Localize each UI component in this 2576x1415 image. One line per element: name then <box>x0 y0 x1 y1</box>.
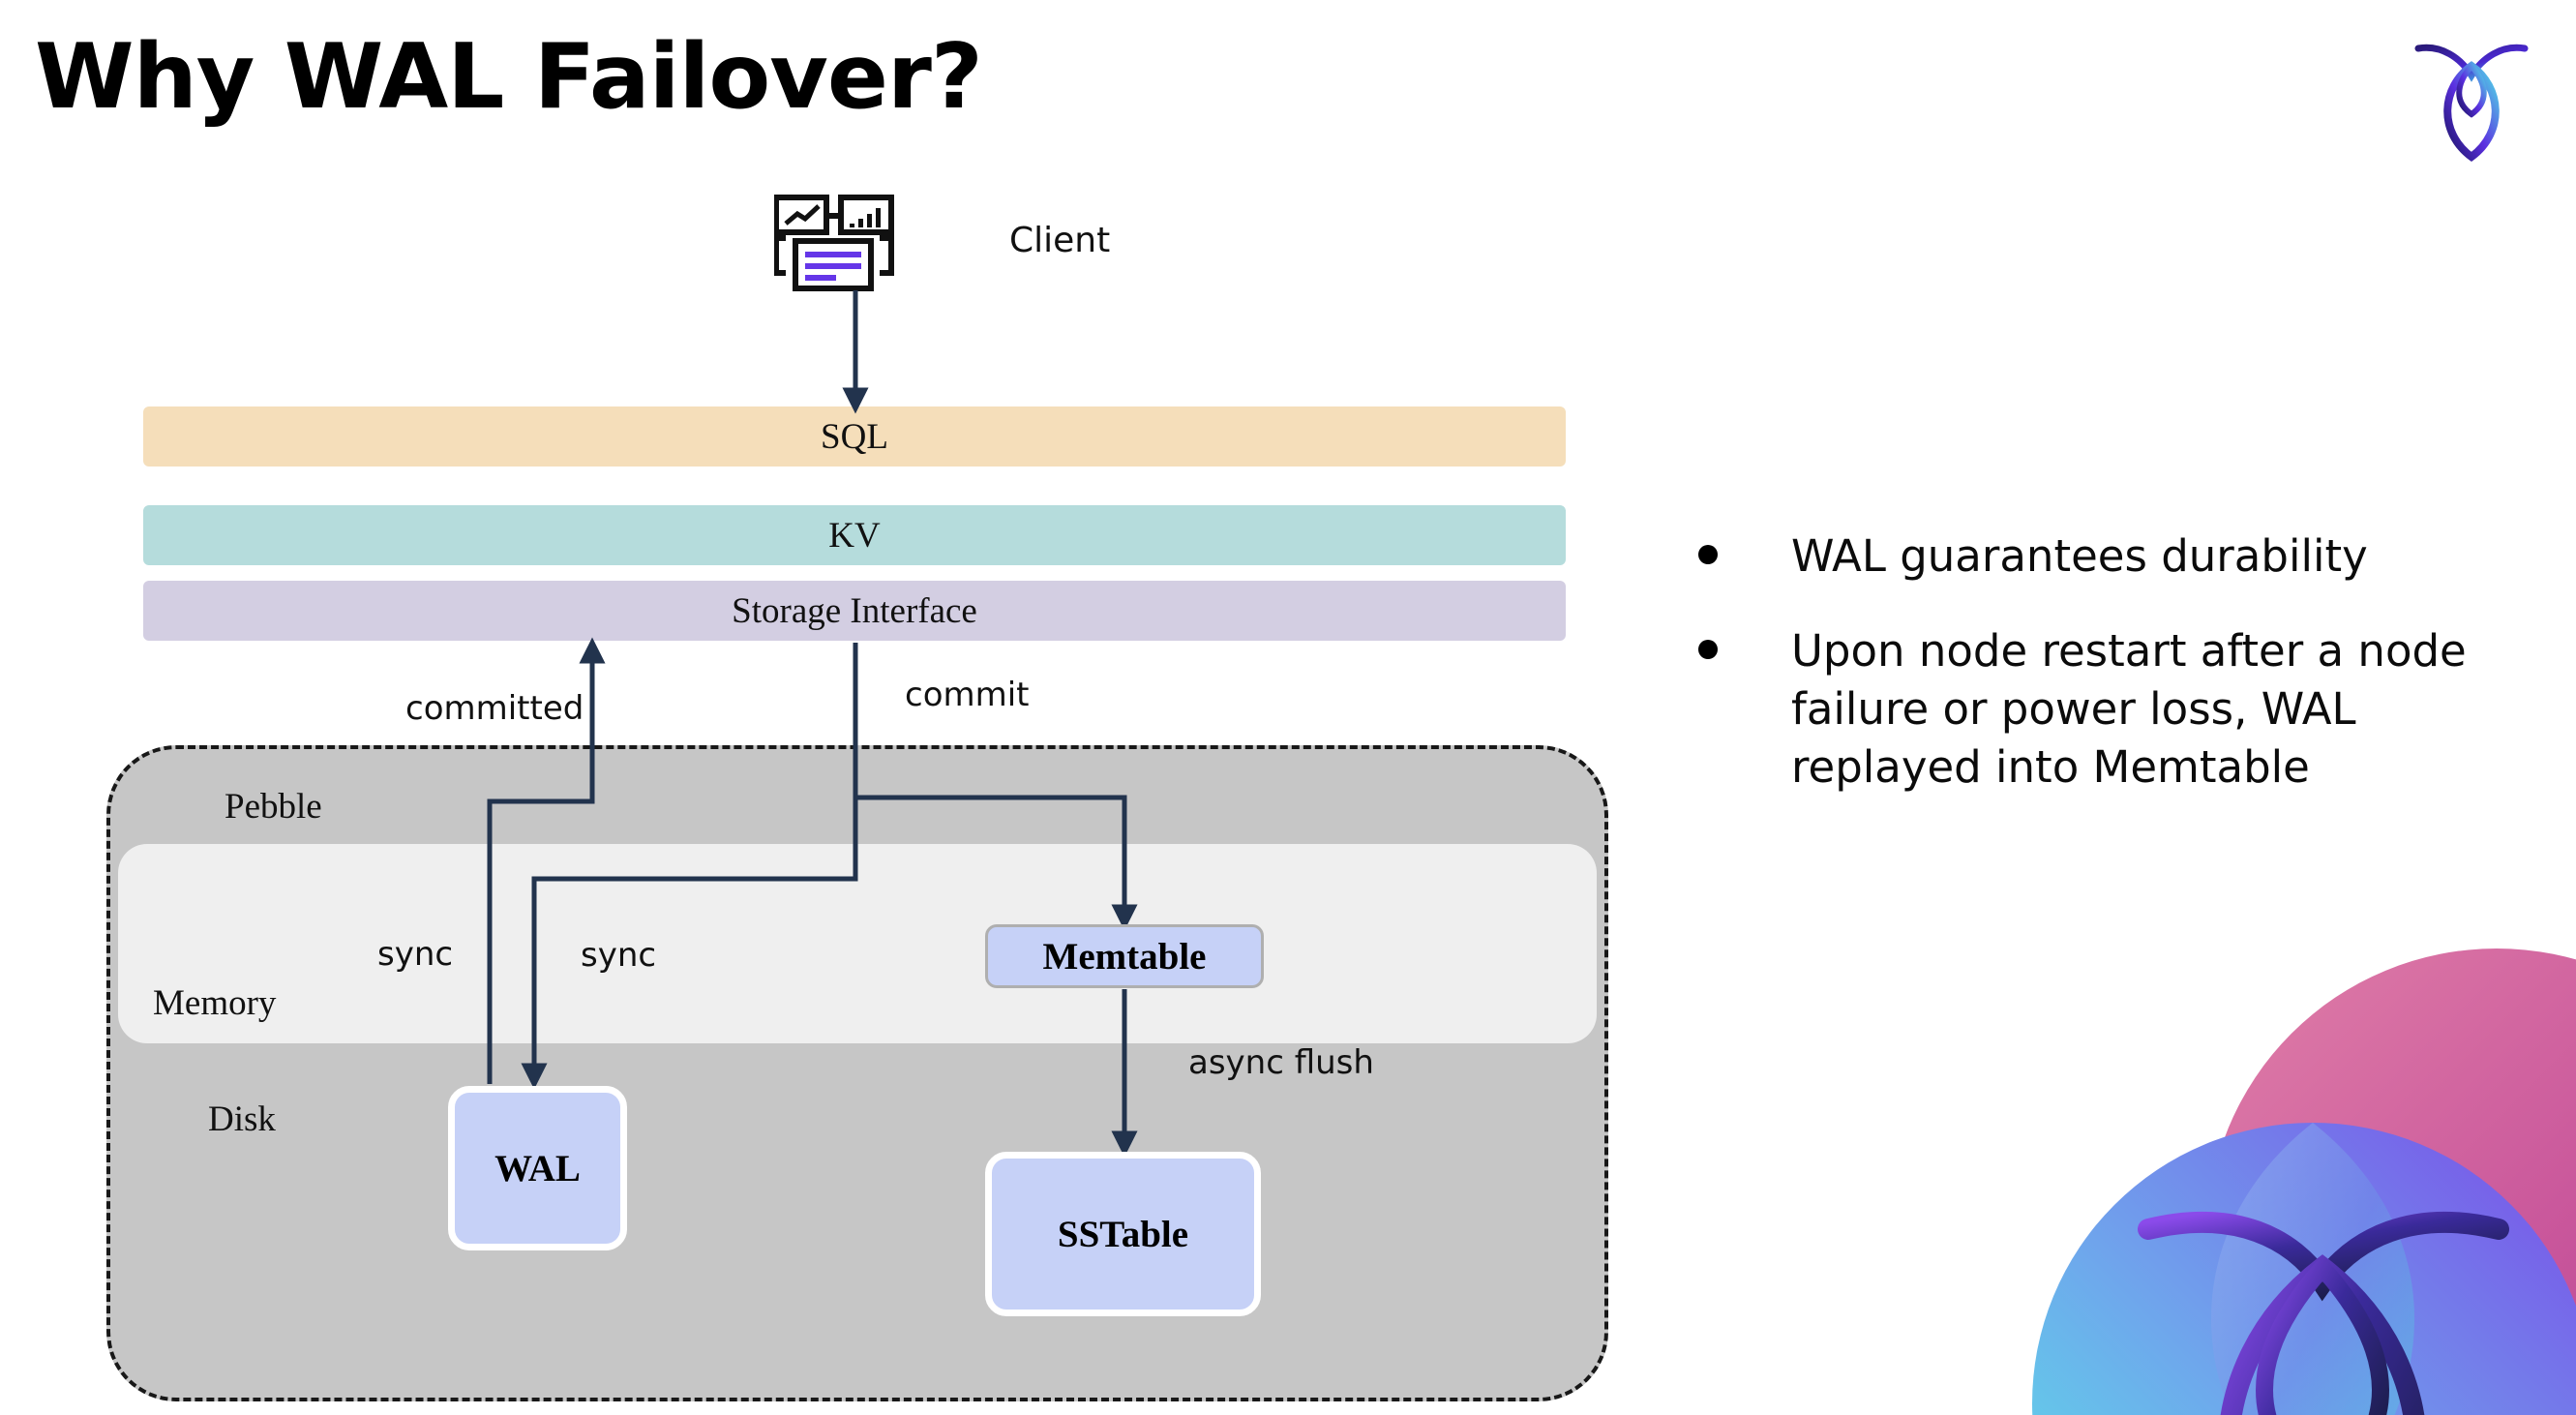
layer-bar-storage-interface: Storage Interface <box>143 581 1566 641</box>
edge-label-commit: commit <box>905 676 1030 714</box>
disk-label: Disk <box>208 1099 276 1139</box>
bullet-text: Upon node restart after a node failure o… <box>1791 624 2467 793</box>
memory-label: Memory <box>153 983 277 1023</box>
pebble-label: Pebble <box>225 787 322 827</box>
cockroachdb-watermark-graphic <box>1993 948 2576 1415</box>
client-label: Client <box>1009 221 1111 260</box>
node-wal-label: WAL <box>494 1147 581 1189</box>
list-item: WAL guarantees durability <box>1698 527 2511 586</box>
node-sstable-label: SSTable <box>1057 1213 1189 1255</box>
bullet-text: WAL guarantees durability <box>1791 530 2368 582</box>
edge-label-sync-committed: sync <box>377 935 454 974</box>
layer-bar-sql: SQL <box>143 406 1566 467</box>
bullet-dot-icon <box>1698 545 1718 564</box>
layer-label-storage-interface: Storage Interface <box>732 590 977 631</box>
layer-label-sql: SQL <box>821 416 888 457</box>
edge-label-committed: committed <box>405 689 584 728</box>
client-workstation-icon <box>773 194 929 310</box>
node-sstable: SSTable <box>985 1152 1261 1316</box>
list-item: Upon node restart after a node failure o… <box>1698 622 2511 797</box>
page-title: Why WAL Failover? <box>35 24 983 129</box>
layer-bar-kv: KV <box>143 505 1566 565</box>
node-wal: WAL <box>448 1086 627 1250</box>
bullet-list: WAL guarantees durability Upon node rest… <box>1698 527 2511 832</box>
edge-label-async-flush: async flush <box>1188 1043 1374 1082</box>
node-memtable: Memtable <box>985 924 1264 988</box>
node-memtable-label: Memtable <box>1042 935 1207 978</box>
edge-label-sync-commit: sync <box>581 936 657 975</box>
memory-container <box>118 844 1597 1043</box>
layer-label-kv: KV <box>828 515 881 556</box>
bullet-dot-icon <box>1698 639 1718 659</box>
cockroachdb-logo <box>2409 31 2534 163</box>
